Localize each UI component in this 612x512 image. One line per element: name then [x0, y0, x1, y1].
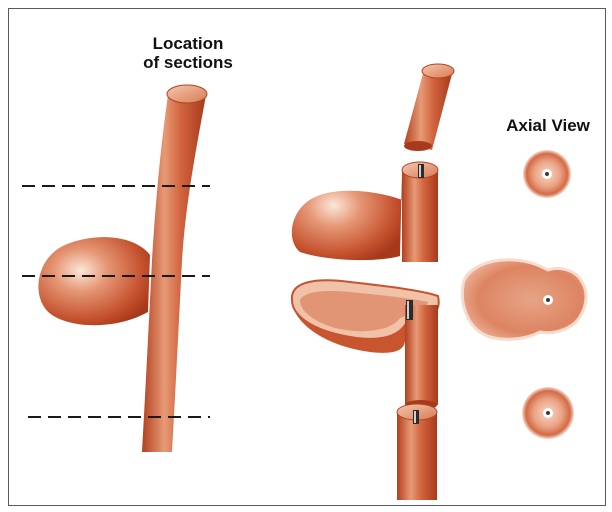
axial-view-upper — [523, 150, 571, 198]
section-piece-lower-aneurysm — [292, 280, 439, 410]
section-piece-bottom — [397, 404, 437, 500]
section-piece-upper-aneurysm — [292, 162, 438, 262]
axial-view-middle — [462, 260, 586, 340]
section-piece-top — [404, 64, 454, 151]
axial-view-lower — [522, 387, 574, 439]
left-vessel — [38, 85, 207, 452]
